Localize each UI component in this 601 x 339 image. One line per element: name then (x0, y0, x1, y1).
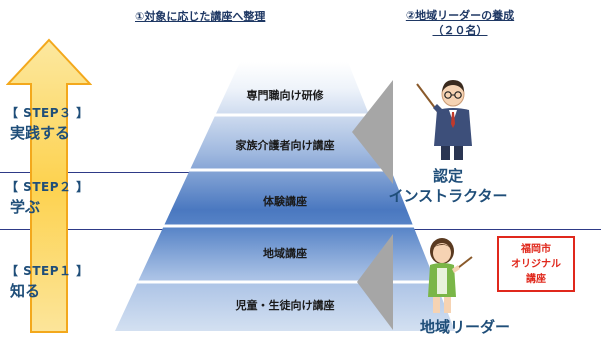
tier-label-family-caregiver: 家族介護者向け講座 (235, 139, 335, 152)
female-leader-with-pointer-icon (428, 238, 473, 313)
right-heading: ②地域リーダーの養成 （２０名） (390, 8, 530, 38)
right-heading-line1: ②地域リーダーの養成 (405, 9, 515, 22)
step2-label: 学ぶ (10, 198, 41, 216)
badge-line3: 講座 (526, 274, 546, 285)
step1-block: 【 STEP１ 】 知る (6, 262, 89, 301)
male-instructor-with-pointer-icon (416, 80, 472, 160)
step2-block: 【 STEP２ 】 学ぶ (6, 178, 89, 217)
divider-step3-step2 (0, 172, 216, 173)
step3-label: 実践する (10, 124, 71, 142)
tier-label-specialist: 専門職向け研修 (246, 89, 324, 102)
step1-tag: 【 STEP１ 】 (6, 264, 89, 278)
leader-role-label: 地域リーダー (419, 318, 510, 336)
badge-line2: オリジナル (511, 259, 561, 270)
tier-label-experience: 体験講座 (263, 195, 307, 208)
pointer-triangle-upper-icon (352, 80, 393, 184)
pointer-triangle-lower-icon (357, 234, 393, 330)
right-heading-line2: （２０名） (432, 24, 488, 37)
up-arrow-icon (6, 38, 92, 333)
instructor-role-label: 認定 インストラクター (368, 166, 528, 206)
badge-line1: 福岡市 (521, 244, 551, 255)
tier-label-community: 地域講座 (263, 247, 307, 260)
instructor-role-line1: 認定 (432, 167, 463, 185)
step3-tag: 【 STEP３ 】 (6, 106, 89, 120)
fukuoka-original-badge: 福岡市 オリジナル 講座 (497, 236, 575, 292)
step1-label: 知る (10, 282, 41, 300)
instructor-role-line2: インストラクター (388, 187, 508, 205)
step3-block: 【 STEP３ 】 実践する (6, 104, 89, 143)
left-heading: ①対象に応じた講座へ整理 (135, 10, 266, 23)
tier-label-students: 児童・生徒向け講座 (235, 299, 335, 312)
step2-tag: 【 STEP２ 】 (6, 180, 89, 194)
